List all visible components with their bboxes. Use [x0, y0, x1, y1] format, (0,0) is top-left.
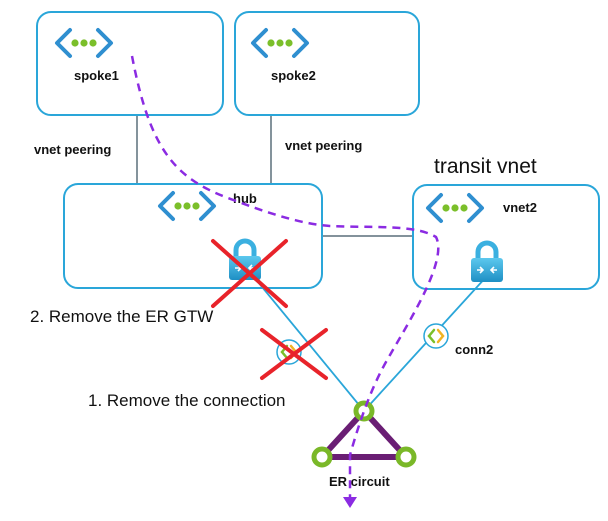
spoke2-vnet-box	[234, 11, 420, 116]
conn2-connection-icon	[422, 322, 450, 350]
conn2-label: conn2	[455, 342, 493, 357]
spoke1-label: spoke1	[74, 68, 119, 83]
step-remove-connection-label: 1. Remove the connection	[88, 391, 286, 410]
spoke2-label: spoke2	[271, 68, 316, 83]
peering-label-left: vnet peering	[34, 142, 111, 157]
hub-label: hub	[233, 191, 257, 206]
er-circuit-label: ER circuit	[329, 474, 390, 489]
vnet2-circuit-link	[363, 275, 488, 412]
traffic-arrowhead-icon	[343, 497, 357, 508]
hub-circuit-link	[243, 264, 365, 412]
vnet2-vnet-box	[412, 184, 600, 290]
remove-connection-cross-icon	[260, 328, 328, 380]
step-remove-gateway-label: 2. Remove the ER GTW	[30, 307, 213, 326]
transit-vnet-label: transit vnet	[434, 155, 537, 178]
spoke1-vnet-box	[36, 11, 224, 116]
expressroute-circuit-icon	[311, 400, 417, 468]
traffic-path	[130, 55, 440, 499]
hub-vnet-box	[63, 183, 323, 289]
remove-gateway-cross-icon	[211, 239, 288, 308]
peering-label-right: vnet peering	[285, 138, 362, 153]
vnet2-label: vnet2	[503, 200, 537, 215]
